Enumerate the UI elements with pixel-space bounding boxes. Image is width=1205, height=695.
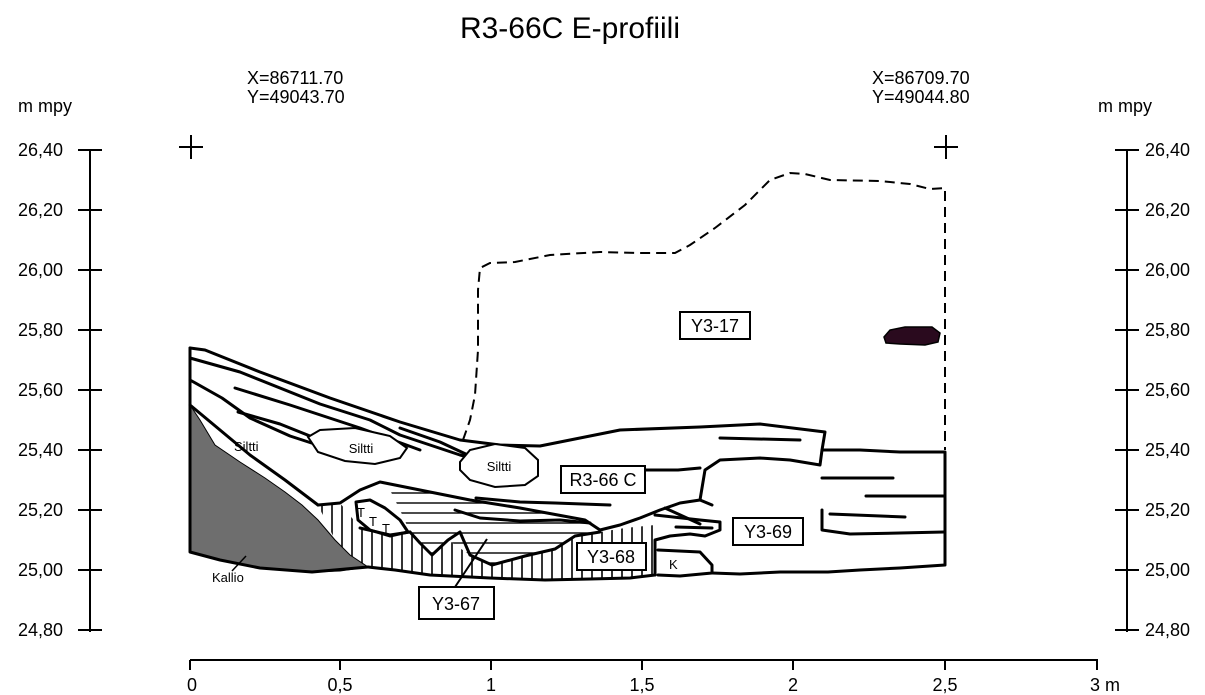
y-axis-unit-right: m mpy xyxy=(1098,96,1152,116)
label-box-y3-17: Y3-17 xyxy=(679,311,751,340)
reference-crosshair-left xyxy=(179,135,203,159)
label-r3-66c: R3-66 C xyxy=(569,470,636,490)
coordinate-right-x: X=86709.70 xyxy=(872,68,970,88)
label-t-1: T xyxy=(357,505,365,520)
y-tick-right-1: 26,40 xyxy=(1145,140,1190,160)
x-tick-5: 2 xyxy=(788,675,798,695)
y-tick-left-8: 25,00 xyxy=(18,560,63,580)
y-tick-left-6: 25,40 xyxy=(18,440,63,460)
label-box-r3-66c: R3-66 C xyxy=(560,465,646,494)
reference-crosshair-right xyxy=(934,135,958,159)
label-t-3: T xyxy=(382,521,390,536)
label-kallio: Kallio xyxy=(212,570,244,585)
x-tick-6: 2,5 xyxy=(932,675,957,695)
x-tick-7: 3 m xyxy=(1090,675,1120,695)
x-axis xyxy=(189,659,1098,670)
fill-horizontal-hatched xyxy=(390,490,600,565)
y-tick-right-2: 26,20 xyxy=(1145,200,1190,220)
label-y3-69: Y3-69 xyxy=(744,522,792,542)
label-box-y3-69: Y3-69 xyxy=(732,517,804,546)
silt-lens-2 xyxy=(459,442,539,489)
x-tick-1: 0 xyxy=(187,675,197,695)
y-axis-unit-left: m mpy xyxy=(18,96,72,116)
y-tick-left-9: 24,80 xyxy=(18,620,63,640)
x-tick-2: 0,5 xyxy=(327,675,352,695)
y-tick-right-5: 25,60 xyxy=(1145,380,1190,400)
y-axis-left xyxy=(78,149,102,632)
label-y3-68: Y3-68 xyxy=(587,547,635,567)
y-tick-right-4: 25,80 xyxy=(1145,320,1190,340)
diagram-title: R3-66C E-profiili xyxy=(459,12,681,45)
y-tick-right-9: 24,80 xyxy=(1145,620,1190,640)
y-tick-right-6: 25,40 xyxy=(1145,440,1190,460)
y-tick-left-7: 25,20 xyxy=(18,500,63,520)
fill-y3-17-outline xyxy=(462,171,946,450)
coordinate-left: X=86711.70 Y=49043.70 xyxy=(247,69,345,107)
y-tick-right-3: 26,00 xyxy=(1145,260,1190,280)
label-y3-67: Y3-67 xyxy=(432,594,480,614)
label-box-y3-68: Y3-68 xyxy=(576,542,647,571)
label-siltti-3: Siltti xyxy=(234,439,259,454)
y-tick-left-3: 26,00 xyxy=(18,260,63,280)
label-k: K xyxy=(669,557,678,572)
y-tick-left-5: 25,60 xyxy=(18,380,63,400)
y-tick-left-1: 26,40 xyxy=(18,140,63,160)
coordinate-left-y: Y=49043.70 xyxy=(247,87,345,107)
silt-lens-1 xyxy=(306,426,409,466)
fill-y3-67-hatched xyxy=(318,503,655,580)
x-tick-3: 1 xyxy=(486,675,496,695)
label-t-2: T xyxy=(369,514,377,529)
leader-line-kallio xyxy=(231,555,247,572)
label-siltti-1: Siltti xyxy=(349,441,374,456)
label-siltti-2: Siltti xyxy=(487,459,512,474)
leader-line-y3-67 xyxy=(454,538,488,588)
dark-find-blob xyxy=(883,326,941,346)
y-tick-right-7: 25,20 xyxy=(1145,500,1190,520)
y-axis-right xyxy=(1115,149,1139,632)
y-tick-left-2: 26,20 xyxy=(18,200,63,220)
label-y3-17: Y3-17 xyxy=(691,316,739,336)
layer-outlines xyxy=(188,346,947,582)
label-box-y3-67: Y3-67 xyxy=(418,586,495,620)
coordinate-right-y: Y=49044.80 xyxy=(872,87,970,107)
y-tick-left-4: 25,80 xyxy=(18,320,63,340)
y-tick-right-8: 25,00 xyxy=(1145,560,1190,580)
coordinate-right: X=86709.70 Y=49044.80 xyxy=(872,69,970,107)
coordinate-left-x: X=86711.70 xyxy=(247,68,344,88)
x-tick-4: 1,5 xyxy=(629,675,654,695)
